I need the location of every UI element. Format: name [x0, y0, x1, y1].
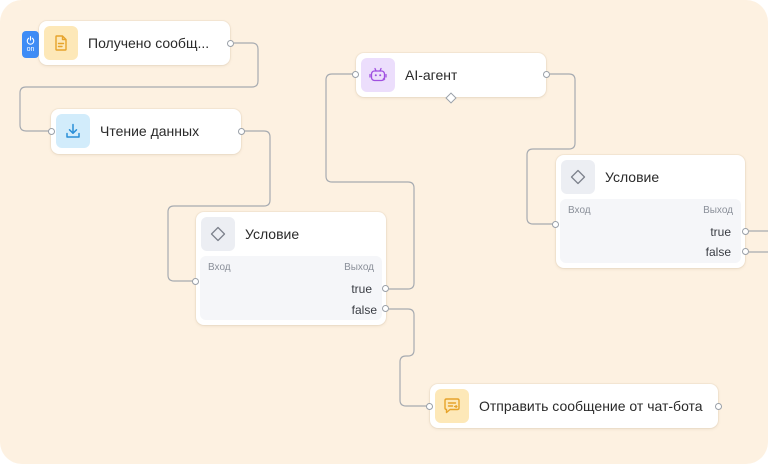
power-icon — [26, 35, 35, 45]
node-condition-1[interactable]: Условие Вход Выход true false — [196, 212, 386, 325]
input-port[interactable] — [352, 71, 359, 78]
node-ai-agent[interactable]: AI-агент — [356, 53, 546, 97]
branch-false-label: false — [705, 245, 731, 259]
output-port[interactable] — [715, 403, 722, 410]
wire-received-to-read — [19, 42, 259, 132]
node-label: AI-агент — [405, 67, 458, 83]
diamond-icon — [561, 160, 595, 194]
false-output-port[interactable] — [382, 305, 389, 312]
condition-body: Вход Выход true false — [560, 199, 741, 263]
branch-true-label: true — [351, 282, 372, 296]
toggle-state-label: on — [26, 45, 35, 53]
output-port[interactable] — [238, 128, 245, 135]
wire-ai-to-condition2 — [526, 73, 576, 225]
branch-true-label: true — [710, 225, 731, 239]
output-port[interactable] — [227, 40, 234, 47]
trigger-power-toggle[interactable]: on — [22, 31, 39, 58]
condition-body: Вход Выход true — [200, 256, 382, 320]
true-output-port[interactable] — [382, 285, 389, 292]
chat-icon — [435, 389, 469, 423]
input-port[interactable] — [426, 403, 433, 410]
wire-read-to-condition1 — [167, 130, 271, 282]
output-label: Выход — [344, 262, 374, 273]
output-port[interactable] — [543, 71, 550, 78]
wire-false-to-send — [389, 308, 429, 407]
node-label: Условие — [605, 169, 660, 185]
node-label: Получено сообщ... — [88, 35, 210, 51]
input-label: Вход — [568, 205, 591, 216]
node-label: Условие — [245, 226, 300, 242]
input-label: Вход — [208, 262, 231, 273]
download-icon — [56, 114, 90, 148]
diamond-icon — [201, 217, 235, 251]
node-condition-2[interactable]: Условие Вход Выход true false — [556, 155, 745, 268]
input-port[interactable] — [192, 278, 199, 285]
node-label: Чтение данных — [100, 123, 200, 139]
true-output-port[interactable] — [742, 228, 749, 235]
robot-icon — [361, 58, 395, 92]
wire-true-to-ai — [325, 73, 415, 290]
input-port[interactable] — [48, 128, 55, 135]
node-received-message[interactable]: Получено сообщ... — [39, 21, 230, 65]
document-icon — [44, 26, 78, 60]
node-send-message[interactable]: Отправить сообщение от чат-бота — [430, 384, 718, 428]
output-label: Выход — [703, 205, 733, 216]
false-output-port[interactable] — [742, 248, 749, 255]
branch-false-label: false — [351, 303, 377, 317]
input-port[interactable] — [552, 221, 559, 228]
node-read-data[interactable]: Чтение данных — [51, 109, 241, 154]
node-label: Отправить сообщение от чат-бота — [479, 398, 703, 414]
